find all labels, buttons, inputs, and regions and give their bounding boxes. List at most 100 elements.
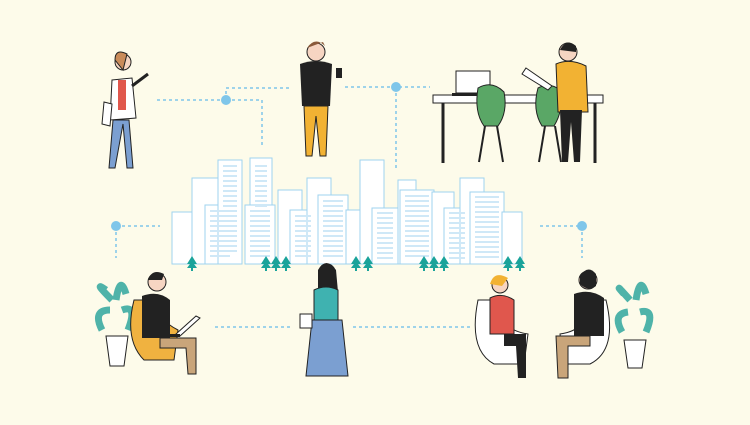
window (377, 242, 393, 244)
window (405, 210, 429, 212)
window (255, 170, 267, 172)
window (475, 256, 499, 258)
tree-icon (419, 256, 429, 271)
window (255, 185, 267, 187)
window (255, 225, 267, 227)
window (377, 227, 393, 229)
window (405, 235, 429, 237)
window (223, 250, 237, 252)
window (223, 210, 237, 212)
tree-icon (503, 256, 513, 271)
window (295, 250, 311, 252)
window (405, 230, 429, 232)
window (405, 205, 429, 207)
tree-icon (351, 256, 361, 271)
window (475, 236, 499, 238)
window (323, 230, 343, 232)
window (475, 241, 499, 243)
window (405, 240, 429, 242)
window (223, 175, 237, 177)
window (223, 225, 237, 227)
window (405, 215, 429, 217)
window (255, 245, 267, 247)
window (255, 210, 267, 212)
window (210, 235, 230, 237)
window (323, 215, 343, 217)
window (323, 205, 343, 207)
plant-icon (94, 281, 136, 367)
window (449, 252, 465, 254)
window (223, 200, 237, 202)
window (377, 232, 393, 234)
tree-icon (429, 256, 439, 271)
window (223, 170, 237, 172)
window (405, 255, 429, 257)
window (475, 201, 499, 203)
window (223, 245, 237, 247)
window (377, 222, 393, 224)
window (475, 196, 499, 198)
window (223, 230, 237, 232)
window (449, 227, 465, 229)
window (449, 242, 465, 244)
window (210, 215, 230, 217)
chair-icon (476, 84, 562, 127)
window (255, 235, 267, 237)
plant-icon (614, 281, 654, 369)
tree-icon (271, 256, 281, 271)
window (475, 246, 499, 248)
window (223, 180, 237, 182)
window (295, 240, 311, 242)
window (323, 250, 343, 252)
window (223, 220, 237, 222)
window (323, 210, 343, 212)
person-woman-pointing (101, 51, 149, 169)
window (449, 247, 465, 249)
window (377, 257, 393, 259)
window (223, 235, 237, 237)
network-connectors (115, 86, 583, 328)
window (323, 245, 343, 247)
window (295, 230, 311, 232)
tree-icon (261, 256, 271, 271)
window (377, 237, 393, 239)
window (210, 225, 230, 227)
window (405, 220, 429, 222)
window (255, 240, 267, 242)
window (323, 200, 343, 202)
person-man-laptop (94, 272, 201, 375)
window (323, 220, 343, 222)
tree-icon (281, 256, 291, 271)
window (323, 235, 343, 237)
window (377, 247, 393, 249)
window (295, 235, 311, 237)
tree-icon (439, 256, 449, 271)
window (323, 225, 343, 227)
window (223, 195, 237, 197)
window (449, 232, 465, 234)
window (210, 230, 230, 232)
window (255, 180, 267, 182)
window (449, 217, 465, 219)
laptop-icon (160, 315, 201, 337)
window (255, 175, 267, 177)
window (295, 215, 311, 217)
tree-icon (515, 256, 525, 271)
window (323, 240, 343, 242)
window (405, 250, 429, 252)
window (295, 255, 311, 257)
window (210, 250, 230, 252)
window (475, 206, 499, 208)
window (475, 211, 499, 213)
window (405, 195, 429, 197)
window (255, 215, 267, 217)
window (210, 245, 230, 247)
window (250, 255, 270, 257)
window (223, 240, 237, 242)
window (475, 221, 499, 223)
window (223, 165, 237, 167)
window (377, 252, 393, 254)
window (255, 220, 267, 222)
window (223, 185, 237, 187)
window (255, 250, 267, 252)
